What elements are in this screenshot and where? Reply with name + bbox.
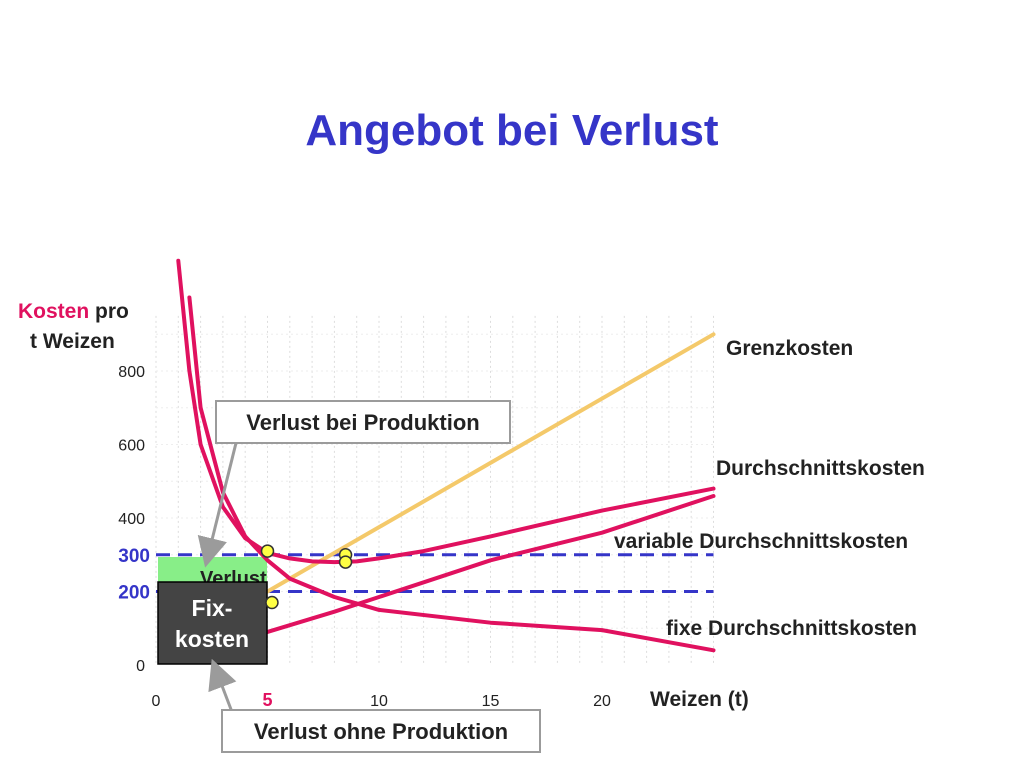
y-tick-label: 400 — [118, 511, 145, 528]
curve-marker — [260, 544, 275, 558]
series-label-variable-durchschnittskosten: variable Durchschnittskosten — [614, 530, 908, 553]
callout-arrow-bottom — [208, 658, 237, 713]
series-line — [265, 332, 716, 594]
x-tick-label: 15 — [482, 693, 500, 710]
callout-box-bottom — [221, 709, 541, 753]
x-tick-label: 5 — [262, 690, 272, 710]
price-level-label: 300 — [118, 546, 150, 567]
series-line — [265, 494, 716, 634]
series-label-grenzkosten: Grenzkosten — [726, 337, 853, 360]
series-label-durchschnittskosten: Durchschnittskosten — [716, 457, 925, 480]
curve-marker — [265, 595, 279, 610]
callout-top-label: Verlust bei Produktion — [246, 410, 479, 435]
y-tick-label: 600 — [118, 438, 145, 455]
callout-arrow-top — [197, 442, 238, 568]
price-level-label: 200 — [118, 583, 150, 604]
fixed-cost-box-label-line1: Fix- — [192, 595, 233, 621]
fixed-cost-box-label-line2: kosten — [175, 626, 249, 652]
series-label-fixe-durchschnittskosten: fixe Durchschnittskosten — [666, 617, 917, 640]
callout-box-top — [215, 400, 511, 444]
x-tick-label: 20 — [593, 693, 611, 710]
y-axis-label: Kosten pro — [18, 300, 129, 323]
y-tick-label: 800 — [118, 364, 145, 381]
y-axis-label-part1: Kosten — [18, 300, 89, 323]
series-line — [176, 258, 716, 565]
y-axis-label-part2: pro — [89, 300, 129, 323]
x-tick-label: 10 — [370, 693, 388, 710]
x-tick-label: 0 — [152, 693, 161, 710]
y-tick-label: 0 — [136, 658, 145, 675]
series-line — [187, 295, 716, 653]
y-axis-label-line2: t Weizen — [30, 330, 115, 353]
curve-marker — [338, 555, 353, 569]
fixed-cost-box — [157, 581, 268, 665]
page-title: Angebot bei Verlust — [305, 106, 719, 155]
x-axis-label: Weizen (t) — [650, 688, 749, 711]
callout-bottom-label: Verlust ohne Produktion — [254, 719, 508, 744]
